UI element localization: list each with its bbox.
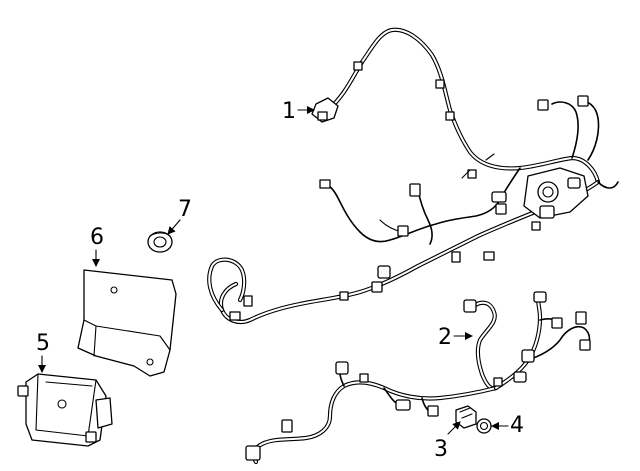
callout-5-label: 5	[36, 331, 50, 356]
lower-wiring-harness	[245, 291, 591, 465]
callout-2-label: 2	[438, 325, 452, 350]
callout-4: 4	[491, 413, 524, 438]
callout-1: 1	[282, 99, 315, 124]
sensor-part-3	[455, 405, 477, 429]
bracket-part-6	[77, 269, 177, 377]
grommet-part-7	[147, 231, 173, 253]
control-module-part-5	[17, 373, 113, 447]
callout-5: 5	[36, 331, 50, 373]
ring-part-4	[476, 418, 492, 434]
callout-3: 3	[434, 421, 461, 462]
callout-6: 6	[90, 225, 104, 267]
callout-7-label: 7	[178, 197, 192, 222]
callout-2: 2	[438, 325, 473, 350]
callout-1-label: 1	[282, 99, 296, 124]
callout-3-label: 3	[434, 437, 448, 462]
main-wiring-harness	[207, 27, 619, 325]
callout-4-label: 4	[510, 413, 524, 438]
callout-7: 7	[167, 197, 192, 235]
callout-6-label: 6	[90, 225, 104, 250]
